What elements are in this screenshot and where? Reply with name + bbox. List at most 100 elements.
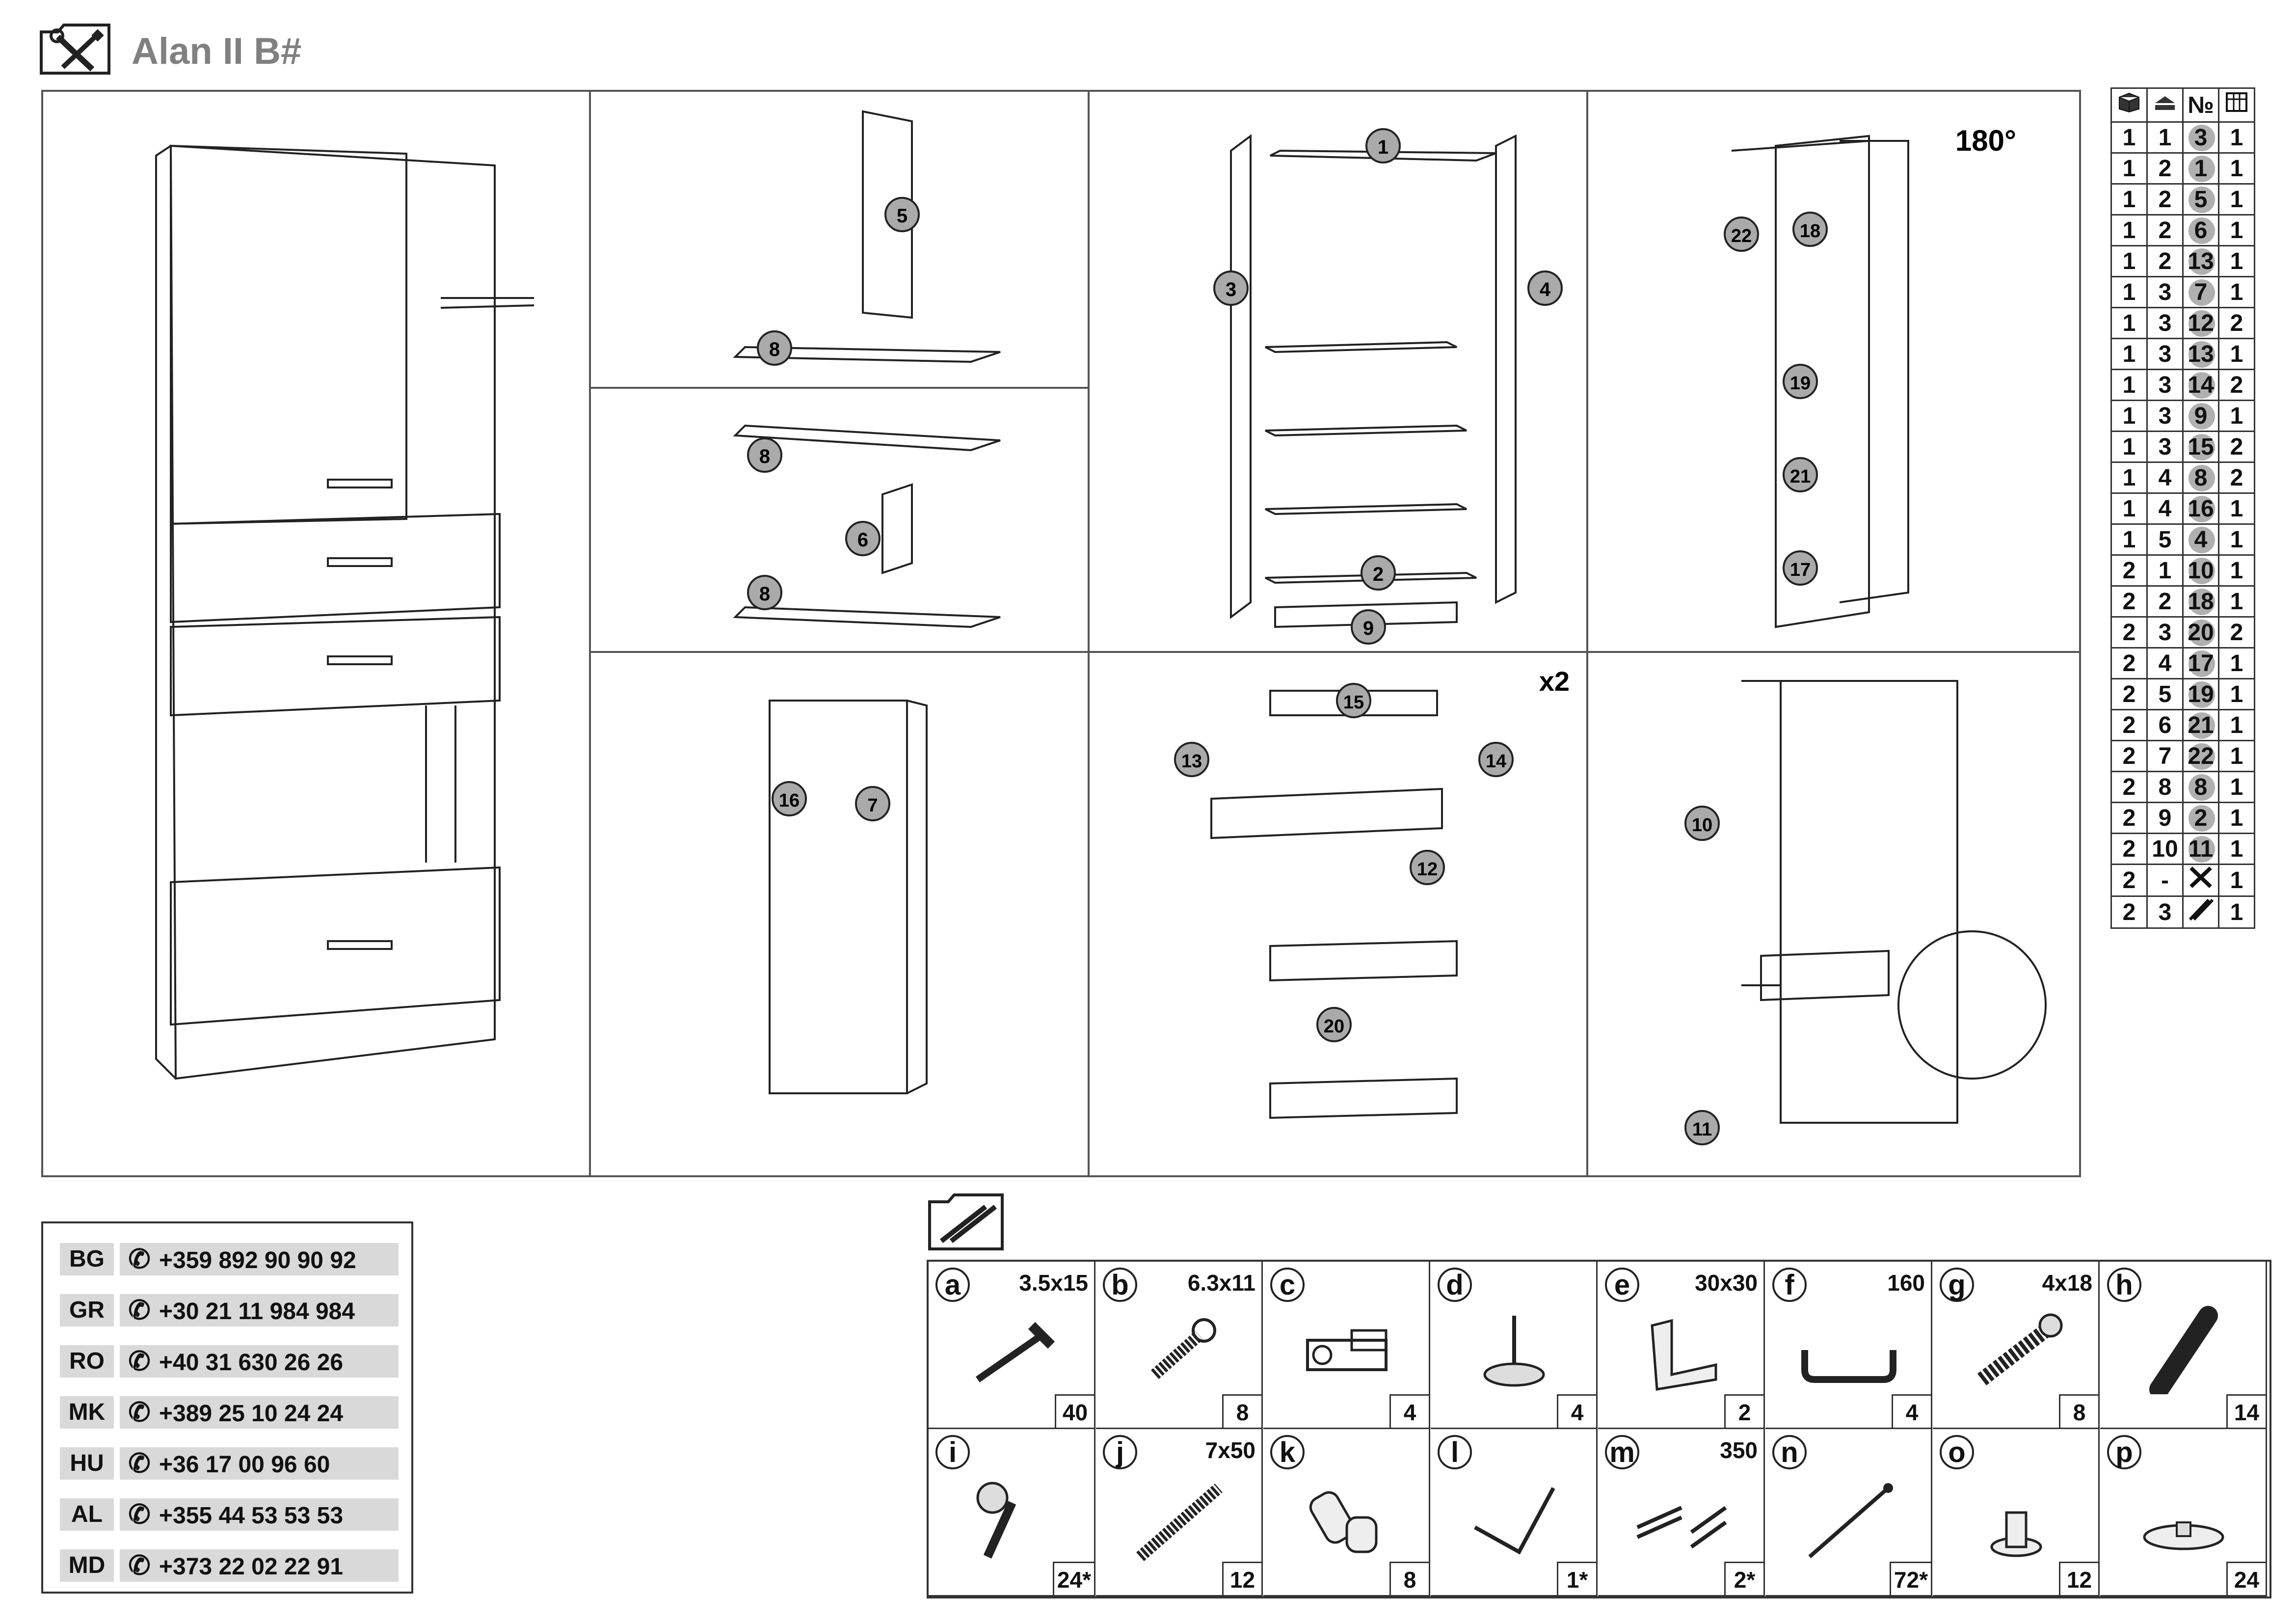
hardware-quantity: 24* — [1052, 1562, 1094, 1595]
layer-cell: 3 — [2146, 616, 2184, 649]
layer-cell: 2 — [2146, 585, 2184, 618]
svg-text:12: 12 — [1417, 859, 1438, 880]
hardware-quantity: 14 — [2226, 1394, 2266, 1428]
lid-stay-icon — [1474, 1487, 1555, 1555]
phone-number[interactable]: ✆+36 17 00 96 60 — [120, 1447, 399, 1480]
hardware-letter: j — [1103, 1435, 1137, 1469]
hardware-letter: g — [1940, 1268, 1974, 1302]
phone-number[interactable]: ✆+30 21 11 984 984 — [120, 1294, 399, 1326]
hardware-quantity: 24 — [2226, 1562, 2266, 1595]
part-number-cell: 8 — [2182, 461, 2219, 494]
svg-text:10: 10 — [1692, 815, 1712, 836]
box-cell: 2 — [2110, 771, 2148, 803]
part-number-cell: 8 — [2182, 771, 2219, 803]
svg-text:17: 17 — [1790, 560, 1811, 580]
layer-cell: 3 — [2146, 895, 2184, 929]
dowel-icon — [2149, 1306, 2218, 1394]
phone-number[interactable]: ✆+359 892 90 90 92 — [120, 1243, 399, 1275]
box-cell: 1 — [2110, 307, 2148, 339]
part-number-cell: 11 — [2182, 833, 2219, 865]
svg-text:4: 4 — [1540, 279, 1551, 300]
hardware-letter: h — [2107, 1268, 2141, 1302]
qty-cell: 1 — [2218, 771, 2255, 803]
qty-cell: 1 — [2218, 833, 2255, 865]
phone-icon: ✆ — [128, 1347, 151, 1376]
assembly-steps-frame: 5 8 8 6 8 1 3 4 — [41, 90, 2081, 1177]
phone-number-text: +30 21 11 984 984 — [159, 1299, 355, 1325]
step-carcass-assembly: 1 3 4 2 9 — [1213, 128, 1563, 645]
box-cell: 2 — [2110, 678, 2148, 710]
layer-cell: 2 — [2146, 152, 2184, 185]
hardware-quantity: 2* — [1724, 1562, 1763, 1595]
hardware-letter: l — [1438, 1435, 1472, 1469]
svg-text:6: 6 — [857, 529, 868, 551]
phone-number[interactable]: ✆+40 31 630 26 26 — [120, 1345, 399, 1378]
layer-cell: 2 — [2146, 245, 2184, 277]
hardware-quantity: 8 — [1222, 1394, 1261, 1428]
part-number-cell: 12 — [2182, 307, 2219, 339]
qty-icon — [2218, 87, 2255, 123]
part-number-cell: 2 — [2182, 802, 2219, 834]
phone-icon: ✆ — [128, 1500, 151, 1529]
part-number-cell: 4 — [2182, 523, 2219, 556]
cam-lock-icon — [976, 1482, 1016, 1559]
qty-cell: 1 — [2218, 585, 2255, 618]
layer-cell: 3 — [2146, 276, 2184, 308]
hardware-quantity: 12 — [2059, 1562, 2098, 1595]
qty-cell: 1 — [2218, 152, 2255, 185]
box-cell: 1 — [2110, 400, 2148, 432]
layer-cell: 3 — [2146, 307, 2184, 339]
phone-number[interactable]: ✆+389 25 10 24 24 — [120, 1396, 399, 1429]
qty-cell: 2 — [2218, 461, 2255, 494]
country-code: BG — [60, 1243, 114, 1275]
hardware-item-h: h 14 — [2100, 1262, 2267, 1429]
layer-cell: 2 — [2146, 214, 2184, 246]
hardware-quantity: 12 — [1222, 1562, 1261, 1595]
hardware-quantity: 8 — [2059, 1394, 2098, 1428]
country-code: AL — [60, 1498, 114, 1531]
hardware-size: 7x50 — [1205, 1437, 1255, 1463]
hardware-quantity: 4 — [1389, 1394, 1429, 1428]
layer-cell: 1 — [2146, 121, 2184, 154]
svg-text:1: 1 — [1378, 136, 1388, 158]
phone-icon: ✆ — [128, 1551, 151, 1580]
phone-number-text: +36 17 00 96 60 — [159, 1452, 330, 1478]
hardware-size: 350 — [1720, 1437, 1758, 1463]
foot-glide-icon — [1483, 1316, 1545, 1387]
box-cell: 1 — [2110, 523, 2148, 556]
drawer-slide-icon — [1636, 1506, 1727, 1549]
layer-cell: 4 — [2146, 461, 2184, 494]
hardware-letter: o — [1940, 1435, 1974, 1469]
svg-text:8: 8 — [759, 583, 770, 605]
tools-icon — [2182, 864, 2219, 897]
box-cell: 1 — [2110, 121, 2148, 154]
qty-cell: 2 — [2218, 431, 2255, 463]
hardware-letter: f — [1772, 1268, 1807, 1302]
handle-icon — [1801, 1350, 1896, 1383]
box-cell: 1 — [2110, 276, 2148, 308]
box-cell: 1 — [2110, 245, 2148, 277]
layer-cell: 8 — [2146, 771, 2184, 803]
phone-number[interactable]: ✆+355 44 53 53 53 — [120, 1498, 399, 1531]
layer-cell: 4 — [2146, 492, 2184, 525]
part-number-cell: 21 — [2182, 709, 2219, 741]
svg-text:15: 15 — [1343, 692, 1364, 713]
phone-number[interactable]: ✆+373 22 02 22 91 — [120, 1549, 399, 1582]
box-cell: 1 — [2110, 338, 2148, 370]
box-cell: 2 — [2110, 895, 2148, 929]
phone-row: GR✆+30 21 11 984 984 — [60, 1294, 399, 1326]
qty-cell: 2 — [2218, 616, 2255, 649]
layer-cell: 2 — [2146, 183, 2184, 216]
layer-cell: 7 — [2146, 740, 2184, 772]
hardware-letter: k — [1270, 1435, 1305, 1469]
